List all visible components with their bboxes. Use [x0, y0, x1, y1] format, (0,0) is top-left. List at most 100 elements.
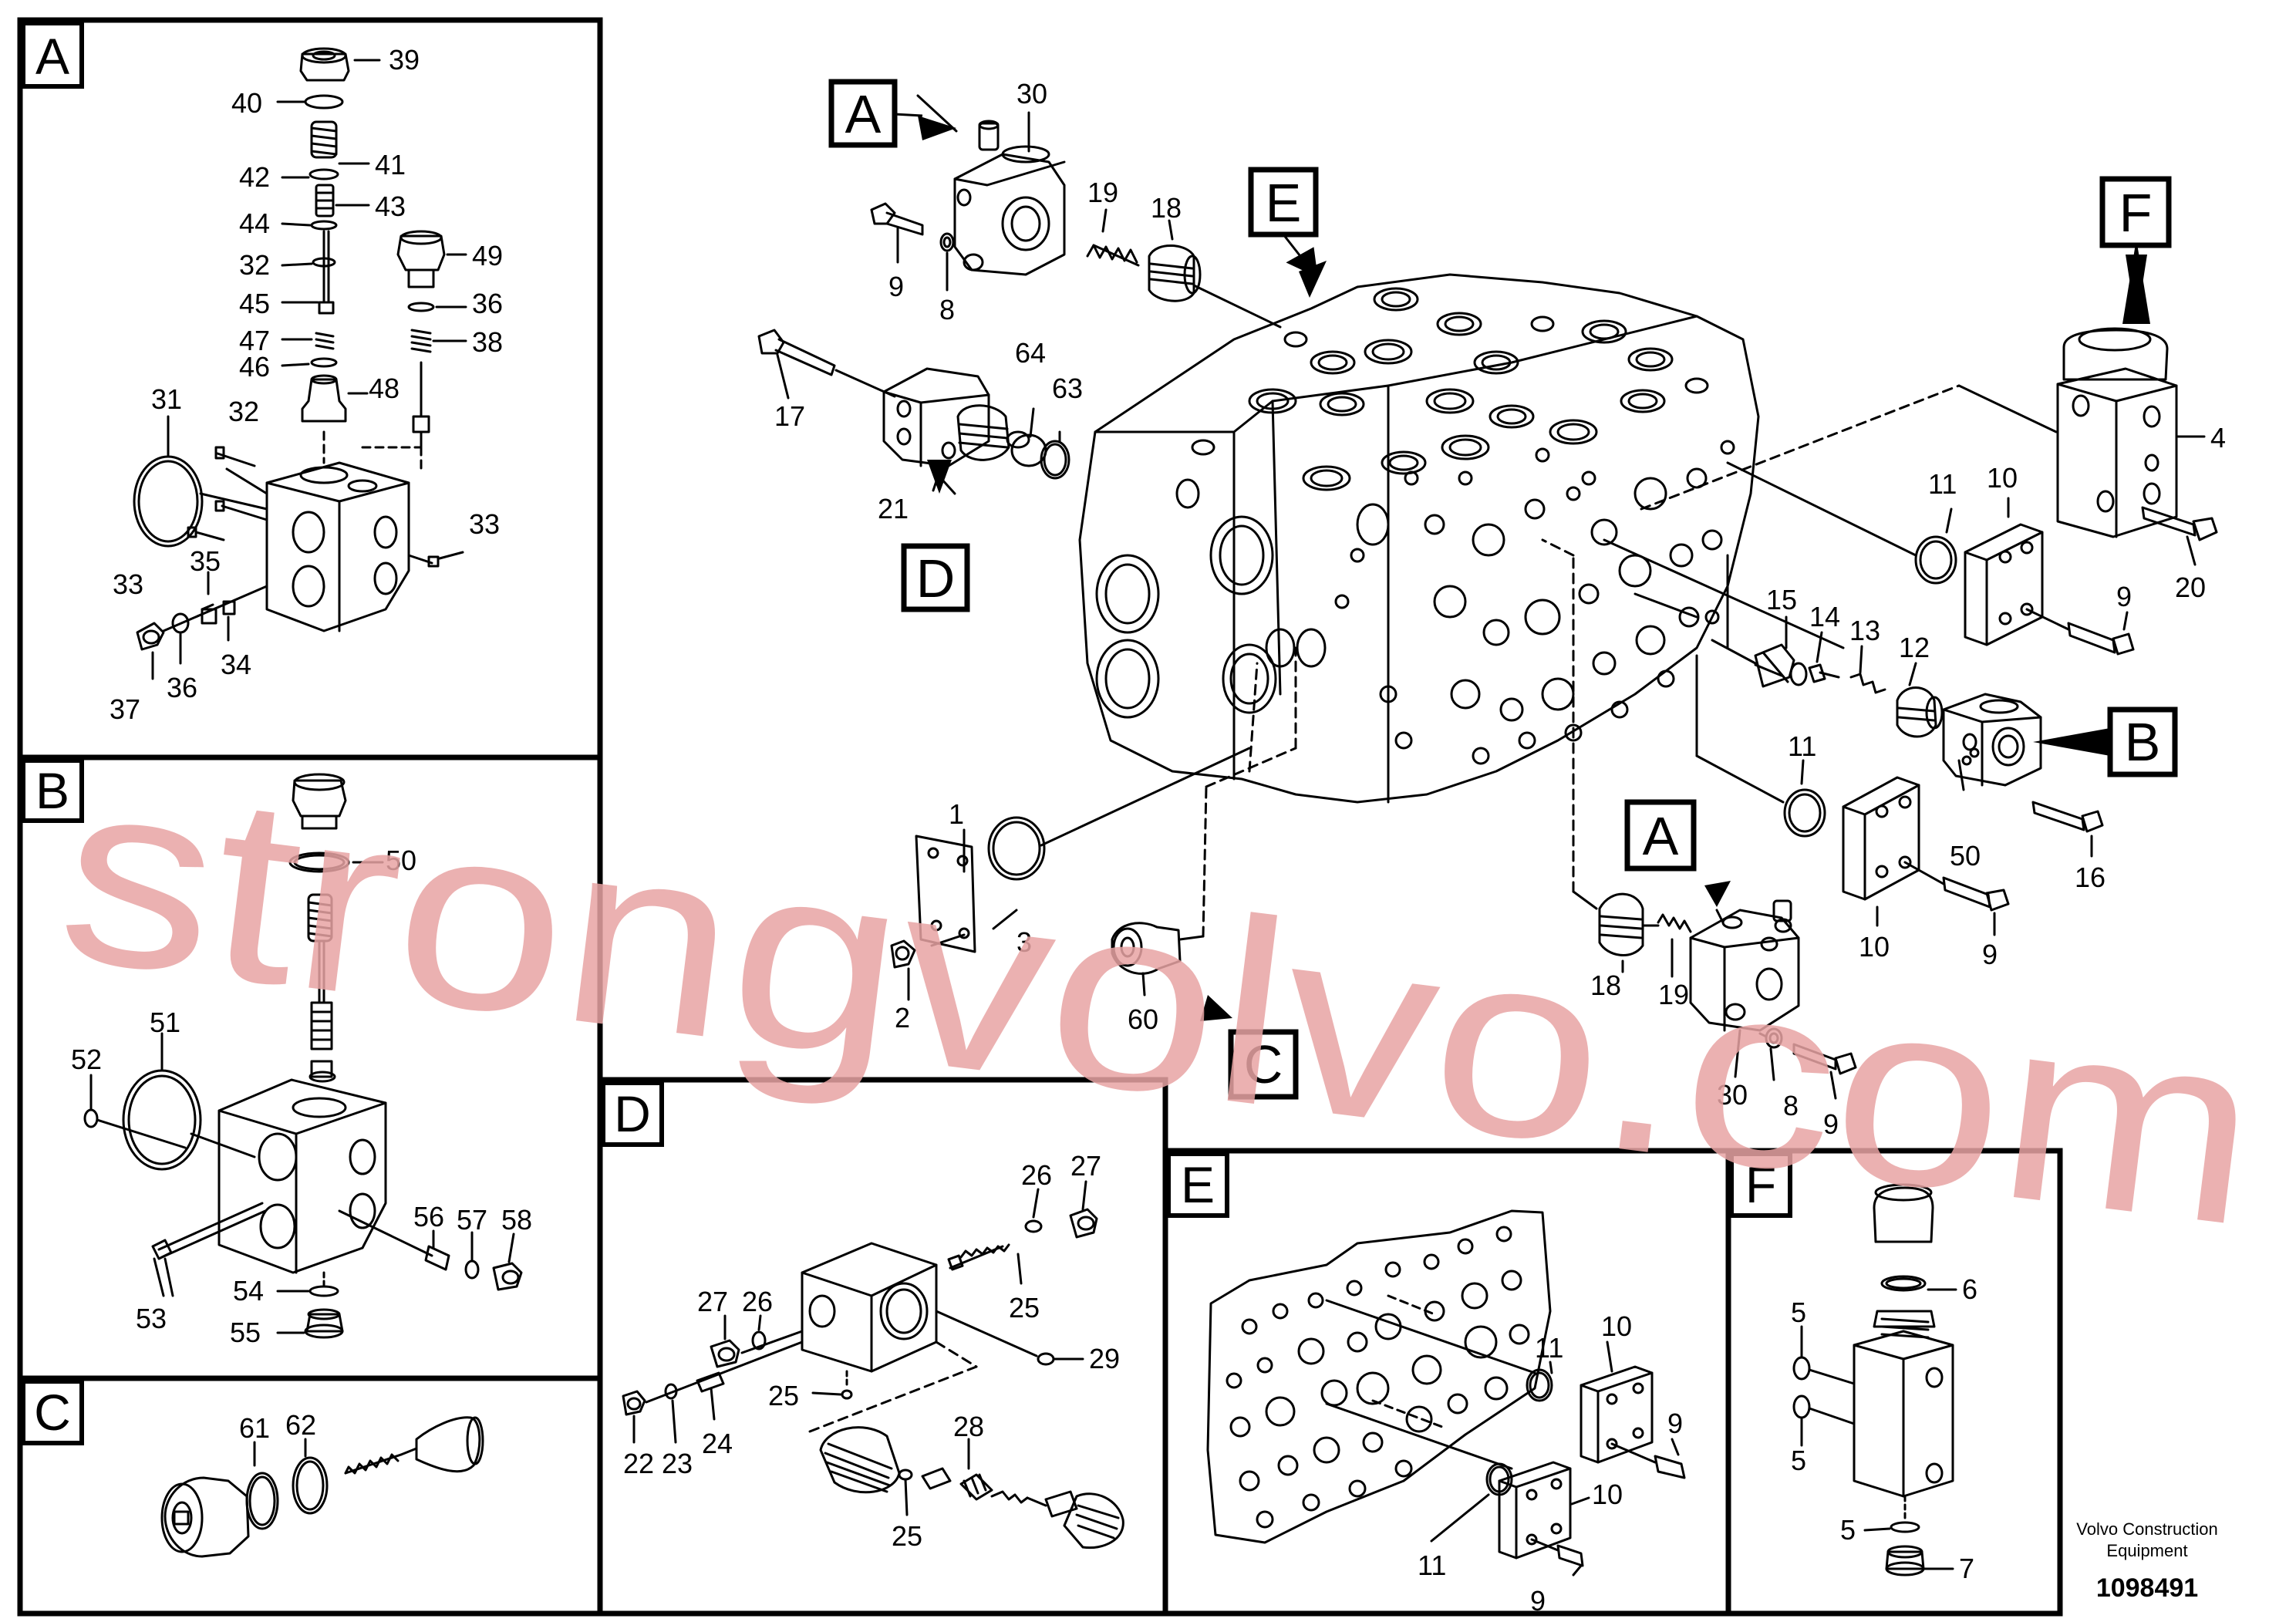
part-label: 45	[239, 288, 270, 319]
part-label: 15	[1766, 584, 1797, 615]
part-label: 17	[774, 400, 805, 432]
part-label: 5	[1791, 1445, 1806, 1476]
part-label: 43	[375, 191, 406, 222]
valve-side-ports	[1095, 478, 1390, 719]
part-label: 3	[1017, 926, 1032, 958]
part-label: 63	[1052, 373, 1083, 404]
part-label: 40	[231, 87, 262, 119]
panel-label-d: D	[614, 1085, 651, 1142]
part-label: 5	[1791, 1297, 1806, 1328]
company-name-line2: Equipment	[2106, 1541, 2187, 1560]
part-label: 47	[239, 325, 270, 356]
detail-f-drawing	[1792, 1183, 1957, 1576]
part-label: 33	[469, 508, 500, 540]
part-label: 41	[375, 149, 406, 180]
part-label: 2	[895, 1002, 910, 1034]
part-label: 6	[1962, 1273, 1977, 1305]
panel-label-a: A	[35, 28, 69, 85]
callout-a-bottom: A	[1643, 806, 1679, 866]
part-label: 11	[1535, 1332, 1563, 1364]
drawing-geometry	[83, 47, 2218, 1576]
detail-b-drawing	[83, 773, 523, 1339]
part-label: 60	[1128, 1003, 1158, 1035]
part-label: 19	[1087, 177, 1118, 208]
part-label: 19	[1658, 979, 1689, 1010]
part-label: 10	[1592, 1479, 1623, 1510]
detail-a-drawing	[133, 47, 467, 680]
company-name-line1: Volvo Construction	[2076, 1519, 2217, 1539]
part-label: 51	[150, 1007, 180, 1038]
part-label: 57	[457, 1204, 487, 1236]
part-label: 26	[742, 1286, 773, 1317]
part-label: 9	[2116, 581, 2132, 612]
callout-arrows	[918, 116, 2150, 1021]
part-label: 11	[1928, 468, 1957, 500]
callout-f: F	[2119, 183, 2153, 243]
part-label: 21	[878, 493, 909, 524]
part-number-labels: 39 40 41 42 43 44 32 45 47 46 48 49 36 3…	[71, 44, 2226, 1617]
part-label: 32	[239, 249, 270, 281]
part-label: 50	[1950, 840, 1981, 872]
part-label: 28	[953, 1411, 984, 1442]
part-label: 22	[623, 1448, 654, 1479]
valve-face-holes	[1334, 440, 1735, 765]
part-label: 9	[1530, 1585, 1546, 1617]
part-label: 42	[239, 161, 270, 193]
valve-top-ports	[1191, 287, 1709, 491]
part-label: 62	[285, 1409, 316, 1441]
part-label: 44	[239, 207, 270, 239]
part-label: 48	[369, 373, 400, 404]
detail-c-drawing	[160, 1416, 484, 1558]
watermark-text: strongvolvo.com	[47, 721, 2272, 1282]
panel-label-b: B	[35, 762, 69, 819]
part-label: 27	[1070, 1150, 1101, 1182]
panel-frames	[17, 17, 2063, 1617]
part-label: 25	[1009, 1292, 1040, 1324]
panel-label-f: F	[1745, 1156, 1776, 1213]
part-label: 11	[1788, 730, 1816, 762]
part-label: 16	[2075, 862, 2106, 893]
main-valve-block	[1078, 273, 1760, 804]
part-label: 39	[389, 44, 420, 76]
part-label: 27	[697, 1286, 728, 1317]
part-label: 33	[113, 568, 143, 600]
part-label: 25	[892, 1520, 922, 1552]
part-label: 55	[230, 1317, 261, 1348]
part-label: 36	[472, 288, 503, 319]
part-label: 36	[167, 672, 197, 703]
main-exploded-parts	[757, 94, 2218, 1100]
part-label: 1	[949, 798, 964, 830]
detail-panel-e	[1162, 1148, 1731, 1617]
part-label: 49	[472, 240, 503, 271]
part-label: 25	[768, 1380, 799, 1411]
part-label: 7	[1959, 1553, 1974, 1584]
part-label: 14	[1809, 601, 1840, 632]
part-label: 9	[1667, 1408, 1683, 1439]
callout-d: D	[916, 548, 956, 609]
part-label: 10	[1859, 931, 1890, 963]
part-label: 38	[472, 326, 503, 358]
part-label: 4	[2210, 422, 2226, 454]
part-label: 54	[233, 1275, 264, 1307]
panel-corner-labels: A B C D E F	[21, 21, 1792, 1445]
part-label: 58	[501, 1204, 532, 1236]
part-label: 11	[1418, 1549, 1446, 1581]
callout-c: C	[1244, 1034, 1283, 1094]
part-label: 52	[71, 1044, 102, 1075]
main-callouts: A E F D B A C	[828, 79, 2178, 1100]
detail-panel-f	[1725, 1148, 2063, 1617]
part-label: 18	[1590, 969, 1621, 1001]
part-label: 50	[386, 845, 416, 876]
part-label: 8	[939, 294, 955, 325]
part-label: 12	[1899, 632, 1930, 663]
part-label: 23	[662, 1448, 693, 1479]
part-label: 9	[1982, 939, 1998, 970]
panel-label-c: C	[34, 1384, 71, 1441]
part-label: 35	[190, 545, 221, 577]
part-label: 37	[110, 693, 140, 725]
detail-e-drawing	[1206, 1209, 1686, 1576]
part-label: 9	[1823, 1108, 1839, 1140]
detail-d-drawing	[622, 1180, 1124, 1549]
callout-e: E	[1266, 173, 1302, 233]
part-label: 46	[239, 351, 270, 383]
